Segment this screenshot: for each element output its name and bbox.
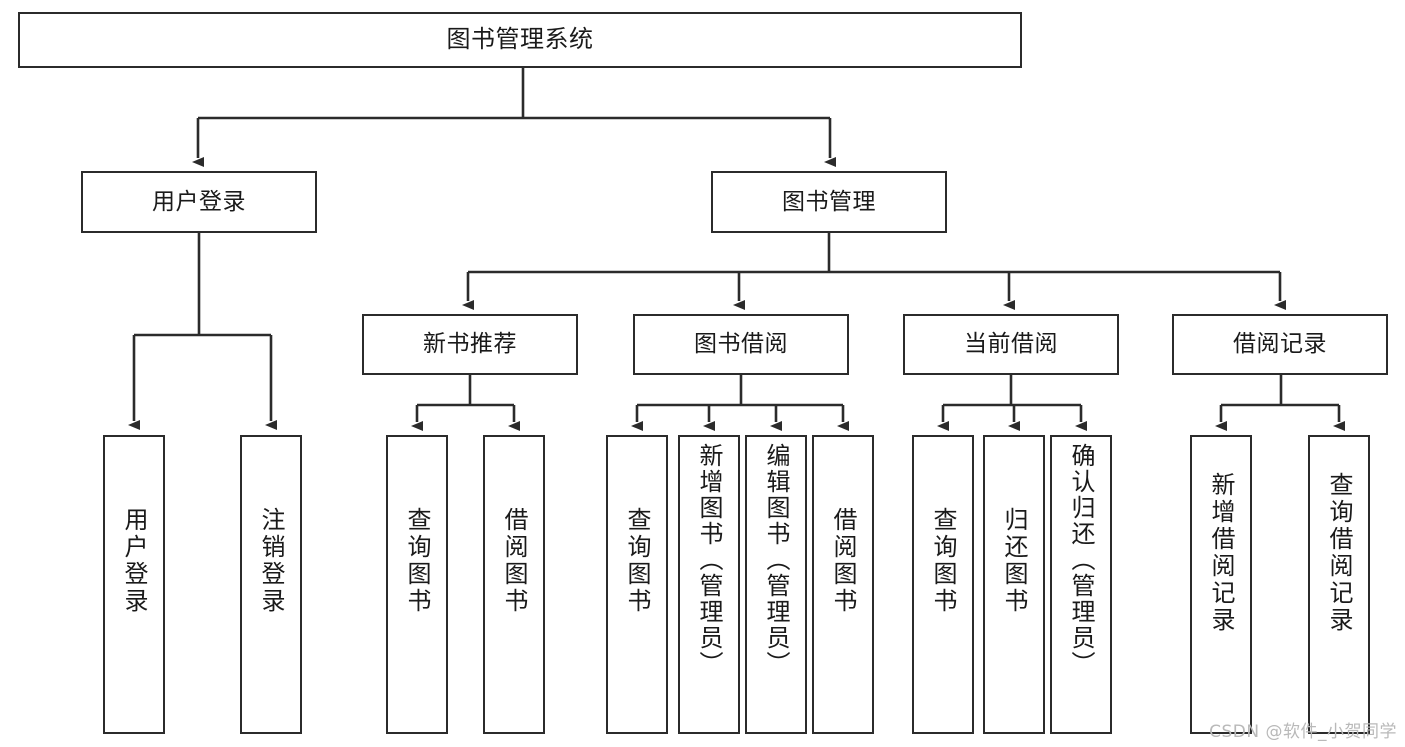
- node-new-book-recommend-label: 新书推荐: [423, 331, 517, 358]
- node-leaf-borrow-books-new[interactable]: 借阅图书: [483, 435, 545, 734]
- node-user-login-label: 用户登录: [152, 188, 246, 215]
- node-leaf-query-borrow-record[interactable]: 查询借阅记录: [1308, 435, 1370, 734]
- watermark-text: CSDN @软件_小贺同学: [1209, 722, 1397, 742]
- node-user-login[interactable]: 用户登录: [81, 171, 317, 233]
- node-leaf-borrow-books-borrow[interactable]: 借阅图书: [812, 435, 874, 734]
- node-leaf-user-login-label: 用户登录: [120, 507, 148, 615]
- node-leaf-query-books-borrow-label: 查询图书: [623, 507, 651, 615]
- node-borrow-record[interactable]: 借阅记录: [1172, 314, 1388, 375]
- node-leaf-confirm-return-admin-label: 确认归还（管理员）: [1067, 443, 1095, 677]
- node-leaf-logout[interactable]: 注销登录: [240, 435, 302, 734]
- node-leaf-add-book-admin[interactable]: 新增图书（管理员）: [678, 435, 740, 734]
- node-leaf-return-books-label: 归还图书: [1000, 507, 1028, 615]
- node-leaf-borrow-books-borrow-label: 借阅图书: [829, 507, 857, 615]
- node-leaf-return-books[interactable]: 归还图书: [983, 435, 1045, 734]
- node-leaf-query-books-borrow[interactable]: 查询图书: [606, 435, 668, 734]
- node-borrow-record-label: 借阅记录: [1233, 331, 1327, 358]
- node-leaf-query-books-new[interactable]: 查询图书: [386, 435, 448, 734]
- node-leaf-query-books-current-label: 查询图书: [929, 507, 957, 615]
- node-root[interactable]: 图书管理系统: [18, 12, 1022, 68]
- node-current-borrow-label: 当前借阅: [964, 331, 1058, 358]
- node-leaf-add-borrow-record-label: 新增借阅记录: [1207, 472, 1235, 634]
- node-leaf-borrow-books-new-label: 借阅图书: [500, 507, 528, 615]
- node-root-label: 图书管理系统: [446, 25, 594, 54]
- node-leaf-logout-label: 注销登录: [257, 507, 285, 615]
- node-current-borrow[interactable]: 当前借阅: [903, 314, 1119, 375]
- node-book-management[interactable]: 图书管理: [711, 171, 947, 233]
- node-leaf-add-book-admin-label: 新增图书（管理员）: [695, 443, 723, 677]
- node-leaf-add-borrow-record[interactable]: 新增借阅记录: [1190, 435, 1252, 734]
- node-leaf-query-borrow-record-label: 查询借阅记录: [1325, 472, 1353, 634]
- node-leaf-query-books-current[interactable]: 查询图书: [912, 435, 974, 734]
- node-new-book-recommend[interactable]: 新书推荐: [362, 314, 578, 375]
- node-leaf-query-books-new-label: 查询图书: [403, 507, 431, 615]
- node-leaf-edit-book-admin[interactable]: 编辑图书（管理员）: [745, 435, 807, 734]
- node-book-borrow-label: 图书借阅: [694, 331, 788, 358]
- node-book-management-label: 图书管理: [782, 188, 876, 215]
- node-leaf-user-login[interactable]: 用户登录: [103, 435, 165, 734]
- node-book-borrow[interactable]: 图书借阅: [633, 314, 849, 375]
- node-leaf-edit-book-admin-label: 编辑图书（管理员）: [762, 443, 790, 677]
- node-leaf-confirm-return-admin[interactable]: 确认归还（管理员）: [1050, 435, 1112, 734]
